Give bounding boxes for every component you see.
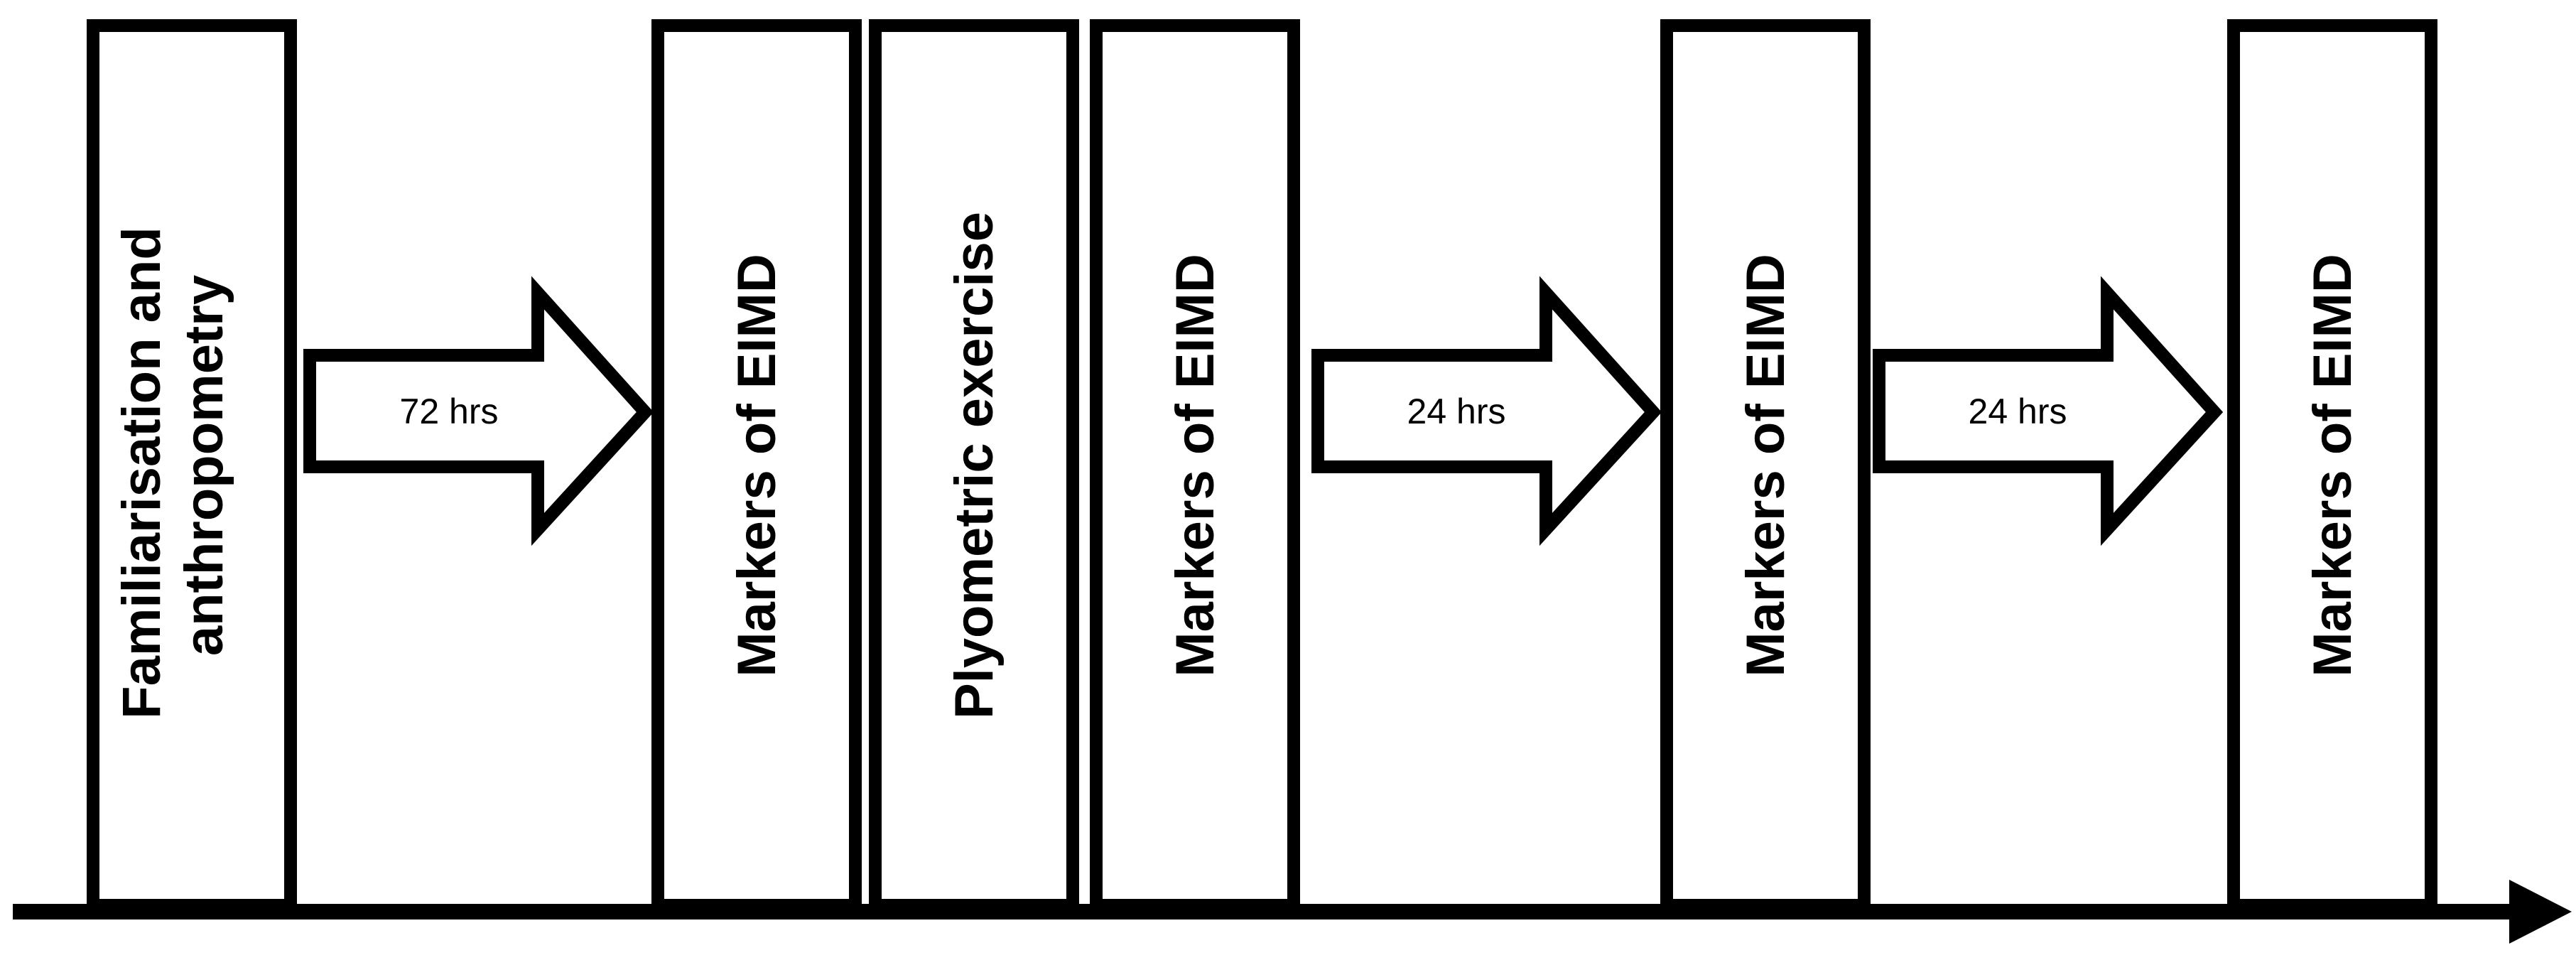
stage-label: Markers of EIMD: [2302, 254, 2363, 677]
stage-box-markers-4: Markers of EIMD: [2227, 19, 2437, 912]
interval-arrow-2: 24 hrs: [1311, 276, 1662, 546]
timeline-arrowhead-icon: [2509, 880, 2572, 944]
timeline-axis: [13, 880, 2572, 944]
stage-box-markers-2: Markers of EIMD: [1090, 19, 1300, 912]
stage-box-markers-3: Markers of EIMD: [1660, 19, 1871, 912]
stage-label: Markers of EIMD: [1736, 254, 1796, 677]
interval-label: 24 hrs: [1407, 392, 1506, 431]
interval-label: 72 hrs: [400, 392, 499, 431]
interval-arrow-1: 72 hrs: [303, 276, 654, 546]
stage-box-familiarisation: Familiarisation and anthropometry: [87, 19, 297, 912]
svg-text:Familiarisation and anth: Familiarisation and anthropometry: [112, 212, 234, 719]
stage-box-plyometric: Plyometric exercise: [869, 19, 1079, 912]
stage-label-line: anthropometry: [174, 275, 234, 656]
interval-label: 24 hrs: [1969, 392, 2067, 431]
stage-label: Markers of EIMD: [1165, 254, 1225, 677]
stage-box-markers-1: Markers of EIMD: [651, 19, 862, 912]
stage-label: Markers of EIMD: [727, 254, 787, 677]
interval-arrow-3: 24 hrs: [1873, 276, 2224, 546]
stage-label: Plyometric exercise: [944, 212, 1005, 719]
stage-label-line: Familiarisation and: [112, 227, 172, 719]
